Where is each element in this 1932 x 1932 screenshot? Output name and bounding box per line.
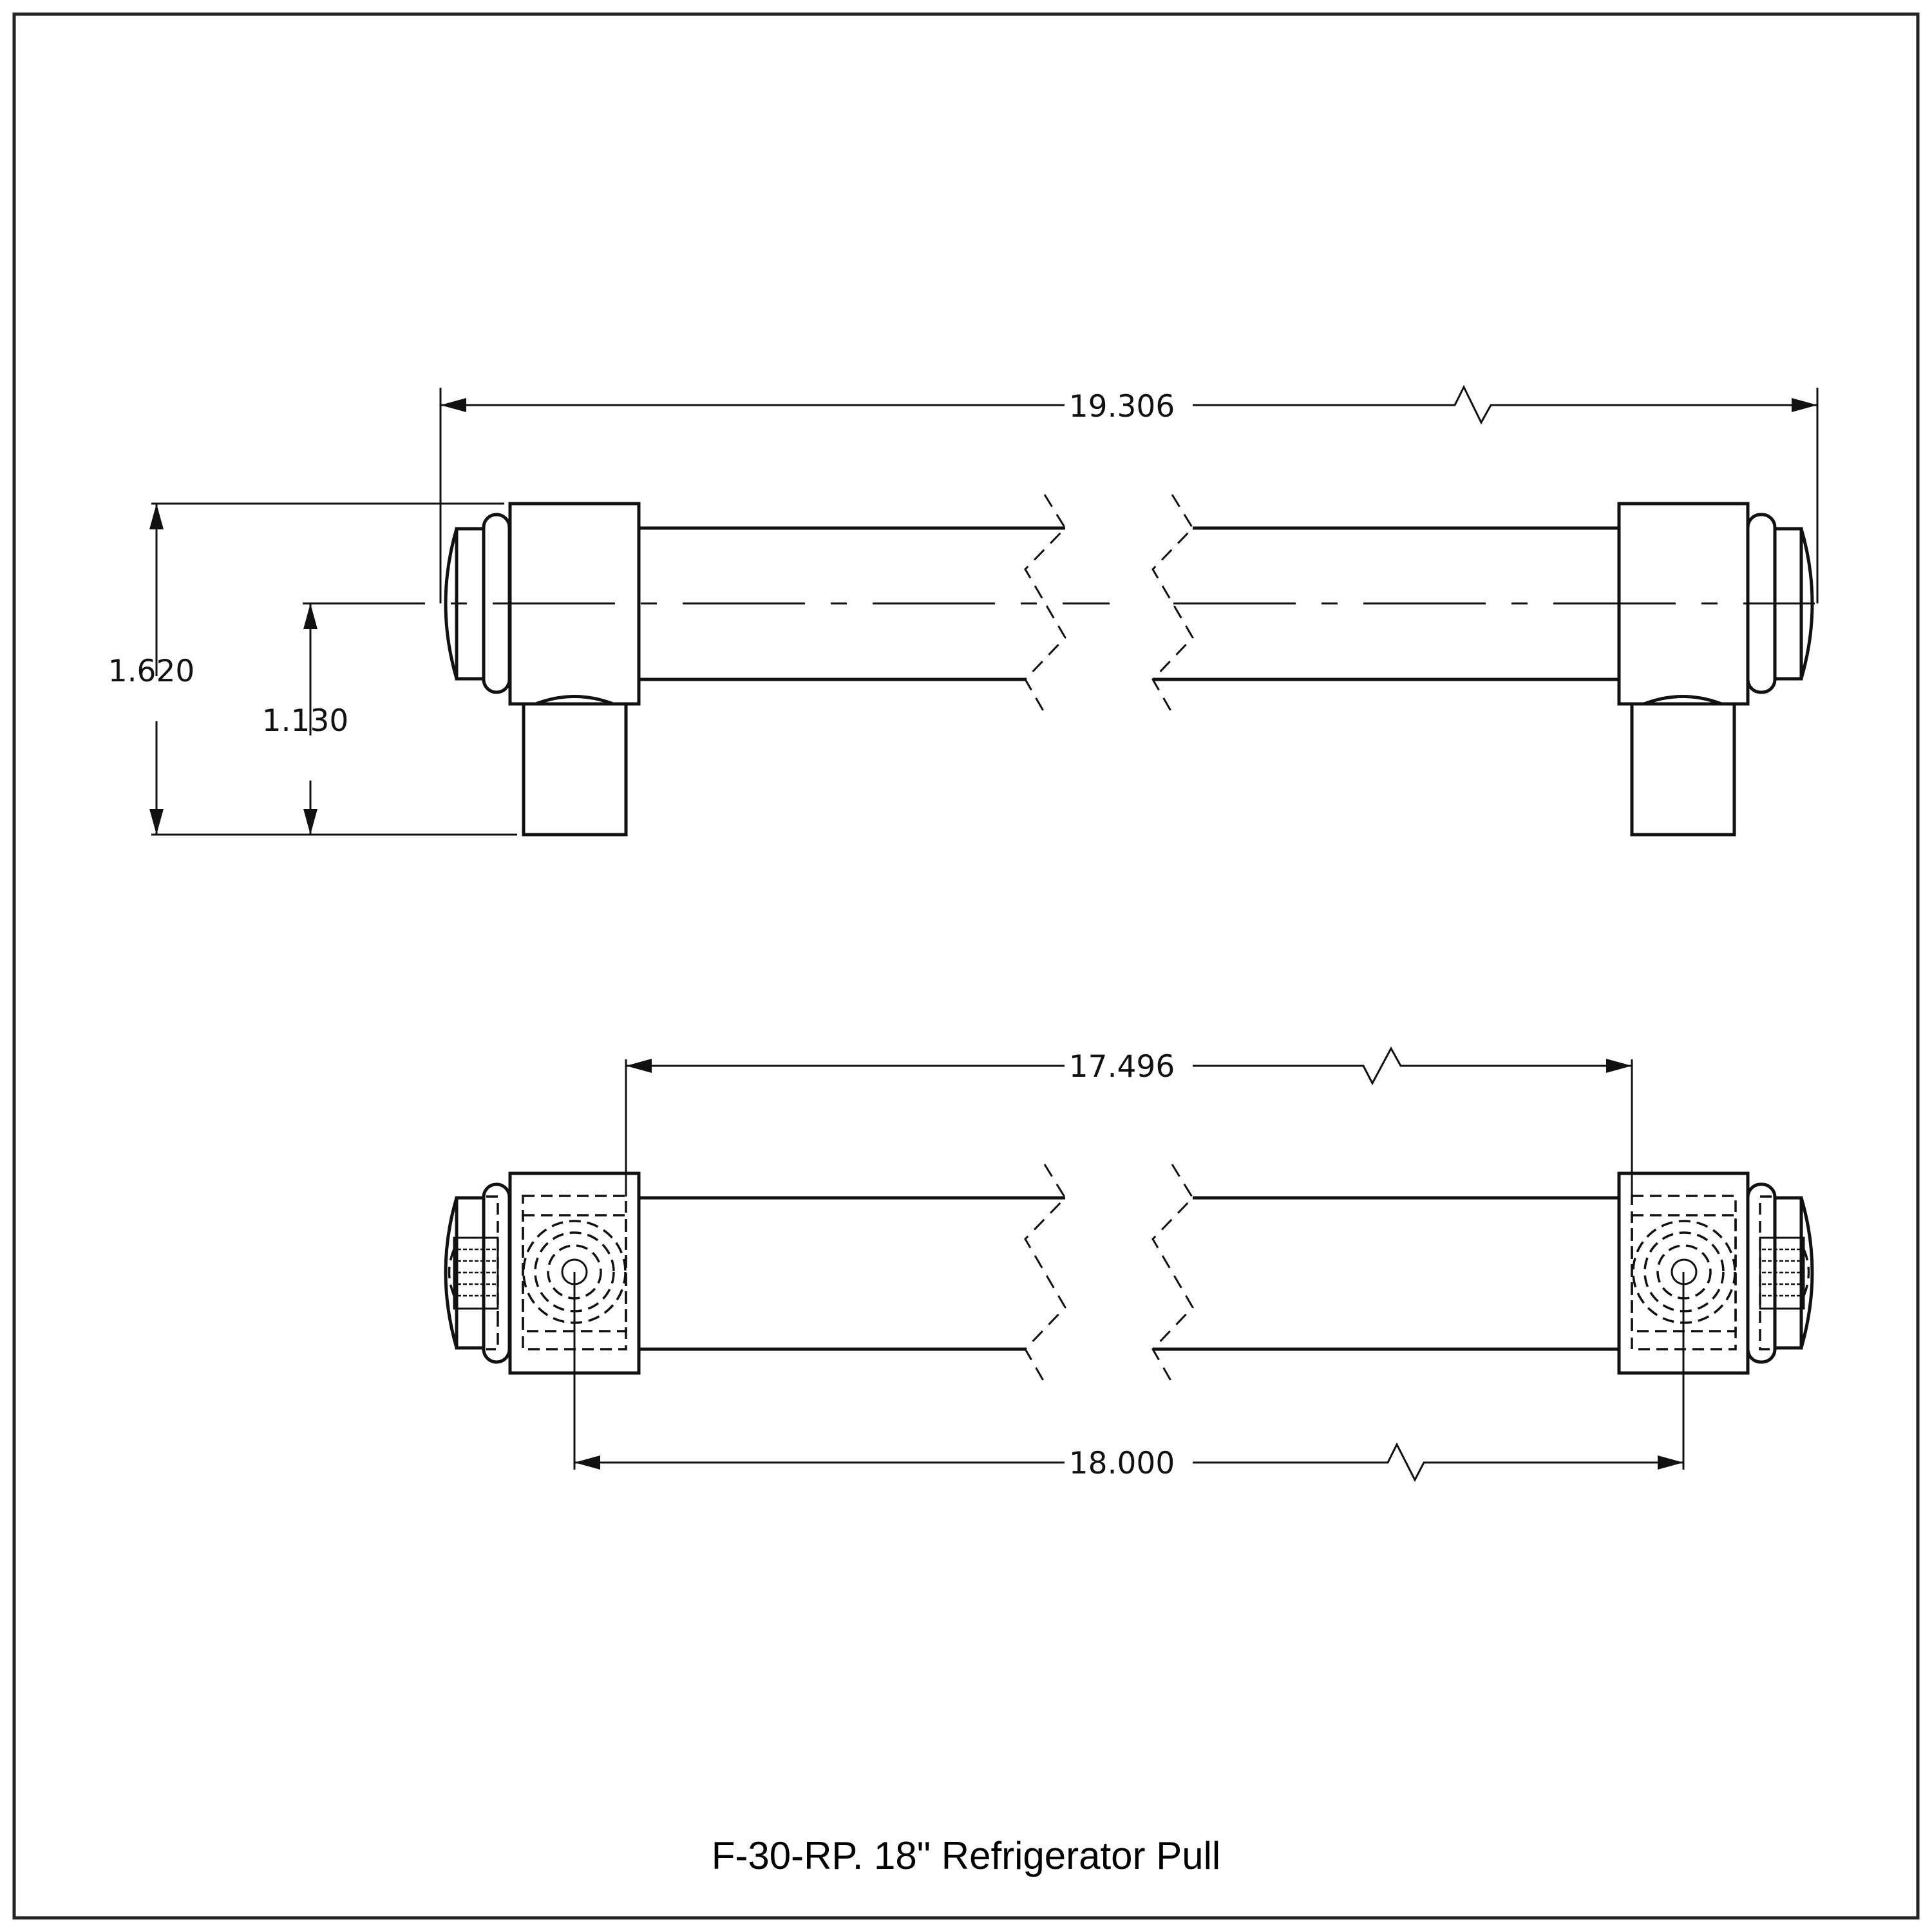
break-line-left xyxy=(1024,1164,1066,1383)
stem-fillet xyxy=(535,695,614,706)
arrowhead-down-icon xyxy=(303,809,317,835)
side-view: 19.306 1.620 1.130 xyxy=(108,384,1819,837)
right-post-side xyxy=(1617,502,1814,837)
dimension-label: 1.620 xyxy=(108,654,195,689)
arrowhead-right-icon xyxy=(1792,398,1817,412)
left-post-top xyxy=(444,1171,641,1375)
dimension-center-to-center: 18.000 xyxy=(573,1272,1685,1482)
dimension-break-zigzag-icon xyxy=(1193,384,1817,425)
hidden-bore xyxy=(486,1195,499,1315)
mounting-stem xyxy=(522,702,628,837)
arrowhead-up-icon xyxy=(149,504,164,529)
hidden-bore xyxy=(1759,1195,1772,1350)
end-cap-dome-icon xyxy=(444,528,459,679)
arrowhead-down-icon xyxy=(149,809,164,835)
stem-fillet xyxy=(1643,695,1722,706)
right-post-top xyxy=(1617,1171,1814,1375)
end-cap-dome-icon xyxy=(444,1197,459,1349)
hidden-bore xyxy=(486,1315,499,1350)
thread-icon xyxy=(448,1236,499,1310)
top-view: 17.496 18.000 xyxy=(444,1046,1814,1482)
drawing-frame xyxy=(12,12,1920,1920)
dimension-overall-height: 1.620 xyxy=(108,502,517,836)
dimension-label: 1.130 xyxy=(262,703,349,739)
arrowhead-left-icon xyxy=(626,1059,652,1073)
left-post-side xyxy=(444,502,641,837)
dimension-inside-length: 17.496 xyxy=(625,1046,1633,1197)
arrowhead-left-icon xyxy=(440,398,466,412)
arrowhead-right-icon xyxy=(1606,1059,1632,1073)
dimension-centerline-height: 1.130 xyxy=(262,603,349,835)
dimension-label: 17.496 xyxy=(1069,1049,1175,1084)
dimension-break-zigzag-icon xyxy=(1193,1442,1683,1482)
arrowhead-left-icon xyxy=(574,1455,600,1470)
dimension-label: 18.000 xyxy=(1069,1446,1175,1481)
mounting-stem xyxy=(1630,702,1736,837)
thread-icon xyxy=(1759,1236,1810,1310)
break-line-right xyxy=(1151,1164,1194,1383)
arrowhead-right-icon xyxy=(1658,1455,1683,1470)
break-line-right xyxy=(1151,494,1194,714)
break-line-left xyxy=(1024,494,1066,714)
arrowhead-up-icon xyxy=(303,603,317,629)
dimension-overall-length: 19.306 xyxy=(439,384,1819,603)
end-cap-dome-icon xyxy=(1799,1197,1814,1349)
dimension-break-zigzag-icon xyxy=(1193,1046,1632,1086)
drawing-title: F-30-RP. 18" Refrigerator Pull xyxy=(712,1834,1221,1877)
dimension-label: 19.306 xyxy=(1069,389,1175,424)
